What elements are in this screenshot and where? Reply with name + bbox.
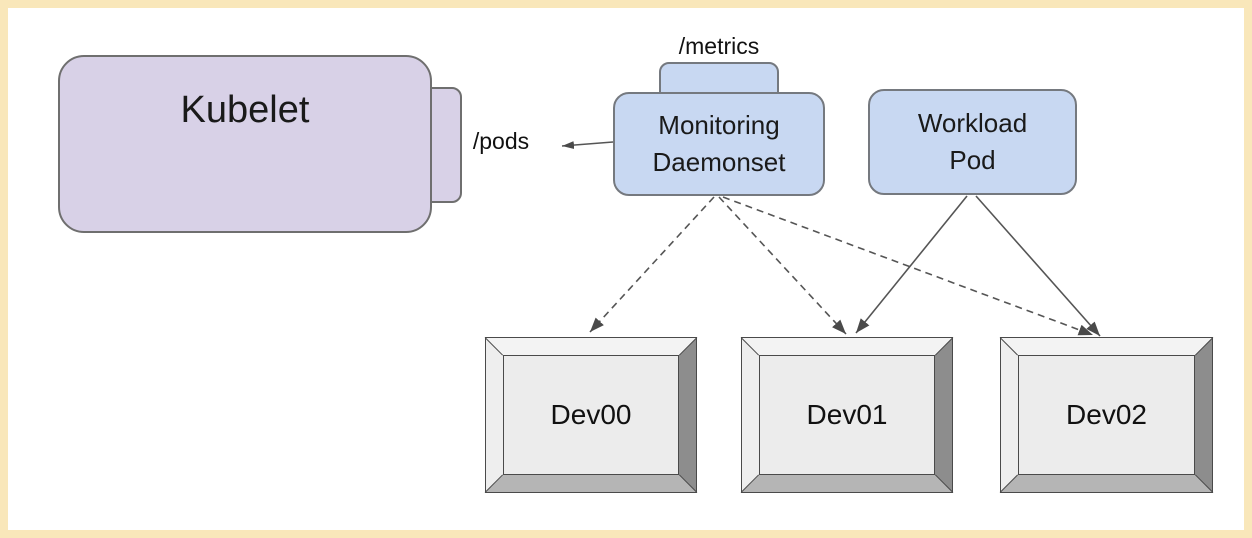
bevel-seam <box>1194 474 1214 493</box>
device-bevel: Dev02 <box>999 337 1214 493</box>
bevel-seam <box>999 474 1019 493</box>
device-label-dev01: Dev01 <box>806 399 888 430</box>
pods-endpoint-label: /pods <box>472 128 530 154</box>
arrow-monitoring-to-dev00 <box>589 196 715 333</box>
device-node-dev01: Dev01 <box>740 337 954 493</box>
bevel-seam <box>678 337 698 356</box>
kubelet-label: Kubelet <box>180 89 310 131</box>
monitoring-daemonset-label: Monitoring Daemonset <box>652 110 786 177</box>
bevel-seam <box>484 337 504 356</box>
device-bevel: Dev00 <box>484 337 698 493</box>
arrow-monitoring-to-dev02 <box>722 196 1094 336</box>
device-label-dev02: Dev02 <box>1066 399 1147 430</box>
kubelet-node: Kubelet <box>58 55 432 233</box>
bevel-seam <box>740 474 760 493</box>
device-face: Dev02 <box>1018 355 1195 475</box>
device-node-dev00: Dev00 <box>484 337 698 493</box>
monitoring-daemonset-node: Monitoring Daemonset <box>613 92 825 196</box>
device-face: Dev01 <box>759 355 935 475</box>
bevel-seam <box>934 337 954 356</box>
arrow-workload-to-dev02 <box>975 195 1101 337</box>
arrow-workload-to-dev01 <box>855 195 968 334</box>
device-bevel: Dev01 <box>740 337 954 493</box>
device-label-dev00: Dev00 <box>550 399 632 430</box>
workload-pod-label: Workload Pod <box>917 108 1028 175</box>
bevel-seam <box>934 474 954 493</box>
bevel-seam <box>484 474 504 493</box>
bevel-seam <box>1194 337 1214 356</box>
device-node-dev02: Dev02 <box>999 337 1214 493</box>
bevel-seam <box>740 337 760 356</box>
bevel-seam <box>999 337 1019 356</box>
arrow-monitoring-to-kubelet <box>561 141 614 149</box>
arrow-monitoring-to-dev01 <box>718 196 847 335</box>
bevel-seam <box>678 474 698 493</box>
workload-pod-node: Workload Pod <box>868 89 1077 195</box>
metrics-endpoint-label: /metrics <box>678 33 760 59</box>
device-face: Dev00 <box>503 355 679 475</box>
